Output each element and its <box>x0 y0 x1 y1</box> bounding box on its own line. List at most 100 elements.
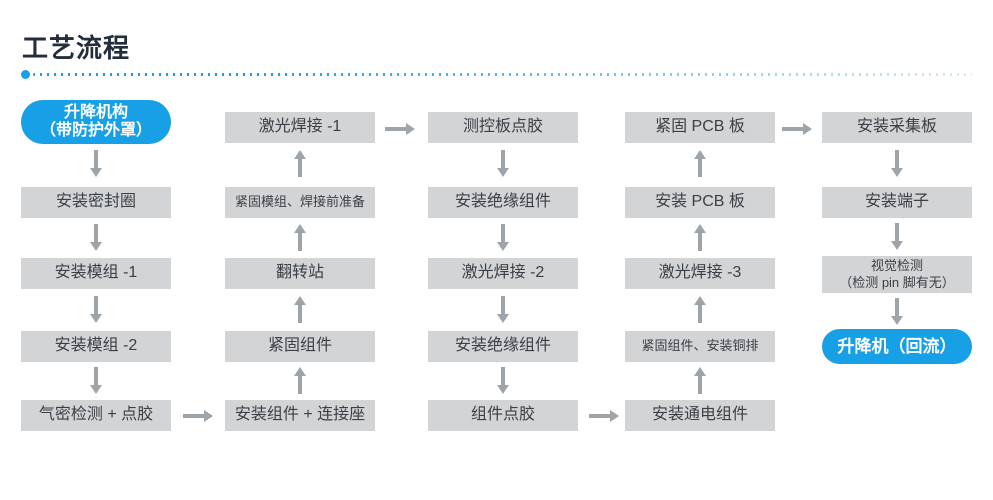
node-install-insulation-1: 安装绝缘组件 <box>428 187 578 218</box>
arrow-head <box>694 296 706 305</box>
arrow-stem <box>94 224 98 242</box>
arrow-stem <box>94 367 98 385</box>
node-vision-inspection: 视觉检测 （检测 pin 脚有无） <box>822 256 972 293</box>
node-label-line2: （带防护外罩） <box>39 122 152 139</box>
arrow-down-icon <box>90 224 102 251</box>
arrow-stem <box>589 414 610 418</box>
arrow-head <box>497 242 509 251</box>
node-install-power-component: 安装通电组件 <box>625 400 775 431</box>
arrow-stem <box>782 127 803 131</box>
page-title: 工艺流程 <box>22 33 131 63</box>
arrow-head <box>891 316 903 325</box>
arrow-right-icon <box>183 410 213 422</box>
divider-dotted-line <box>33 73 972 76</box>
arrow-down-icon <box>497 224 509 251</box>
node-fasten-pcb: 紧固 PCB 板 <box>625 112 775 143</box>
divider-dot-icon <box>21 70 30 79</box>
node-install-terminal: 安装端子 <box>822 187 972 218</box>
arrow-head <box>891 168 903 177</box>
arrow-head <box>497 168 509 177</box>
arrow-stem <box>501 367 505 385</box>
arrow-stem <box>501 224 505 242</box>
node-control-board-dispensing: 测控板点胶 <box>428 112 578 143</box>
arrow-head <box>294 224 306 233</box>
arrow-down-icon <box>90 150 102 177</box>
node-label-line1: 升降机构 <box>63 103 128 121</box>
node-install-module-2: 安装模组 -2 <box>21 331 171 362</box>
arrow-stem <box>298 376 302 394</box>
arrow-head <box>694 224 706 233</box>
node-fasten-components: 紧固组件 <box>225 331 375 362</box>
arrow-down-icon <box>891 223 903 250</box>
arrow-head <box>294 150 306 159</box>
arrow-stem <box>94 150 98 168</box>
node-label-line1: 视觉检测 <box>870 257 923 273</box>
node-install-seal-ring: 安装密封圈 <box>21 187 171 218</box>
node-lift-mechanism-start: 升降机构 （带防护外罩） <box>21 100 171 144</box>
node-component-dispensing: 组件点胶 <box>428 400 578 431</box>
node-fasten-install-busbar: 紧固组件、安装铜排 <box>625 331 775 362</box>
arrow-stem <box>698 305 702 323</box>
arrow-head <box>90 168 102 177</box>
node-install-module-1: 安装模组 -1 <box>21 258 171 289</box>
arrow-right-icon <box>385 123 415 135</box>
arrow-stem <box>298 305 302 323</box>
arrow-head <box>90 385 102 394</box>
arrow-stem <box>895 150 899 168</box>
arrow-head <box>90 242 102 251</box>
arrow-down-icon <box>90 367 102 394</box>
arrow-head <box>90 314 102 323</box>
node-lifter-reflow-end: 升降机（回流） <box>822 329 972 364</box>
node-airtight-test-dispensing: 气密检测 + 点胶 <box>21 400 171 431</box>
node-laser-welding-1: 激光焊接 -1 <box>225 112 375 143</box>
arrow-down-icon <box>891 298 903 325</box>
node-label-line2: （检测 pin 脚有无） <box>839 274 955 290</box>
arrow-stem <box>698 233 702 251</box>
arrow-head <box>891 241 903 250</box>
arrow-head <box>610 410 619 422</box>
arrow-up-icon <box>694 150 706 177</box>
arrow-head <box>694 367 706 376</box>
arrow-head <box>497 385 509 394</box>
arrow-stem <box>501 150 505 168</box>
arrow-down-icon <box>90 296 102 323</box>
arrow-head <box>406 123 415 135</box>
arrow-right-icon <box>589 410 619 422</box>
node-install-component-connector: 安装组件 + 连接座 <box>225 400 375 431</box>
dotted-divider <box>21 70 972 79</box>
arrow-stem <box>698 376 702 394</box>
arrow-up-icon <box>694 367 706 394</box>
arrow-stem <box>895 223 899 241</box>
arrow-down-icon <box>497 150 509 177</box>
arrow-stem <box>298 233 302 251</box>
arrow-head <box>497 314 509 323</box>
arrow-right-icon <box>782 123 812 135</box>
arrow-down-icon <box>497 296 509 323</box>
arrow-head <box>694 150 706 159</box>
arrow-up-icon <box>694 224 706 251</box>
arrow-stem <box>94 296 98 314</box>
arrow-up-icon <box>694 296 706 323</box>
node-install-collection-board: 安装采集板 <box>822 112 972 143</box>
node-flip-station: 翻转站 <box>225 258 375 289</box>
node-install-insulation-2: 安装绝缘组件 <box>428 331 578 362</box>
arrow-down-icon <box>891 150 903 177</box>
arrow-stem <box>298 159 302 177</box>
arrow-stem <box>501 296 505 314</box>
arrow-head <box>294 296 306 305</box>
arrow-up-icon <box>294 367 306 394</box>
arrow-down-icon <box>497 367 509 394</box>
arrow-stem <box>183 414 204 418</box>
arrow-up-icon <box>294 150 306 177</box>
arrow-stem <box>698 159 702 177</box>
arrow-up-icon <box>294 296 306 323</box>
arrow-stem <box>385 127 406 131</box>
node-laser-welding-2: 激光焊接 -2 <box>428 258 578 289</box>
arrow-up-icon <box>294 224 306 251</box>
node-laser-welding-3: 激光焊接 -3 <box>625 258 775 289</box>
arrow-head <box>803 123 812 135</box>
node-install-pcb: 安装 PCB 板 <box>625 187 775 218</box>
arrow-stem <box>895 298 899 316</box>
node-fasten-module-weld-prep: 紧固模组、焊接前准备 <box>225 187 375 218</box>
